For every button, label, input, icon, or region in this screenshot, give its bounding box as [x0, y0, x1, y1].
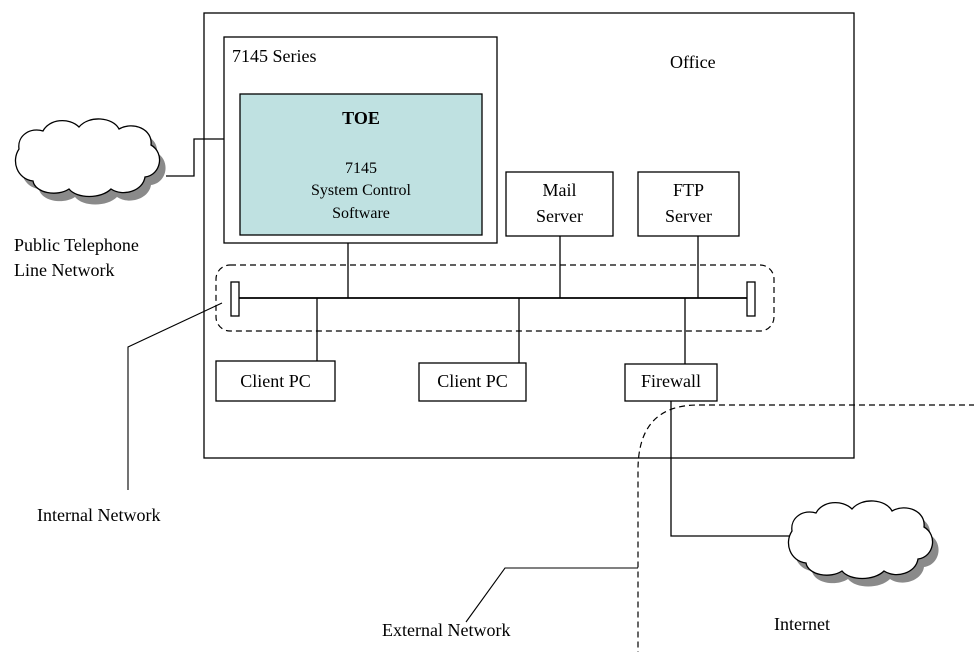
client-pc-1-label: Client PC: [240, 371, 311, 391]
external-network-leader: [465, 567, 638, 623]
client-pc-1-box: [215, 360, 336, 402]
bus-terminator-left: [230, 281, 240, 317]
office-boundary: [203, 12, 855, 459]
client-pc-2-label: Client PC: [437, 371, 508, 391]
public-network-line-1: Public Telephone: [14, 235, 139, 255]
ftp-server-line-2: Server: [665, 206, 712, 226]
telephone-connector: [166, 138, 224, 177]
internet-cloud: [787, 500, 939, 587]
firewall-label: Firewall: [641, 371, 701, 391]
mail-server-line-2: Server: [536, 206, 583, 226]
telephone-cloud: [14, 118, 166, 205]
internal-network-region: [215, 264, 775, 332]
ftp-server-line-1: FTP: [672, 180, 705, 200]
ftp-server-box: [637, 171, 740, 237]
internal-network-leader: [127, 302, 223, 490]
toe-line-3: Software: [332, 205, 390, 222]
external-network-region: [637, 404, 974, 652]
toe-title: TOE: [342, 108, 380, 128]
toe-line-1: 7145: [345, 160, 377, 177]
toe-box: [239, 93, 483, 236]
client-pc-2-box: [418, 362, 527, 402]
series-label: 7145 Series: [232, 46, 317, 66]
public-network-line-2: Line Network: [14, 260, 115, 280]
external-network-label: External Network: [382, 620, 511, 640]
internal-network-label: Internal Network: [37, 505, 161, 525]
internet-label: Internet: [774, 614, 830, 634]
series-box: [223, 36, 498, 244]
internet-connector: [670, 401, 790, 537]
office-label: Office: [670, 52, 716, 72]
bus-terminator-right: [746, 281, 756, 317]
mail-server-line-1: Mail: [542, 180, 577, 200]
toe-line-2: System Control: [310, 182, 411, 199]
